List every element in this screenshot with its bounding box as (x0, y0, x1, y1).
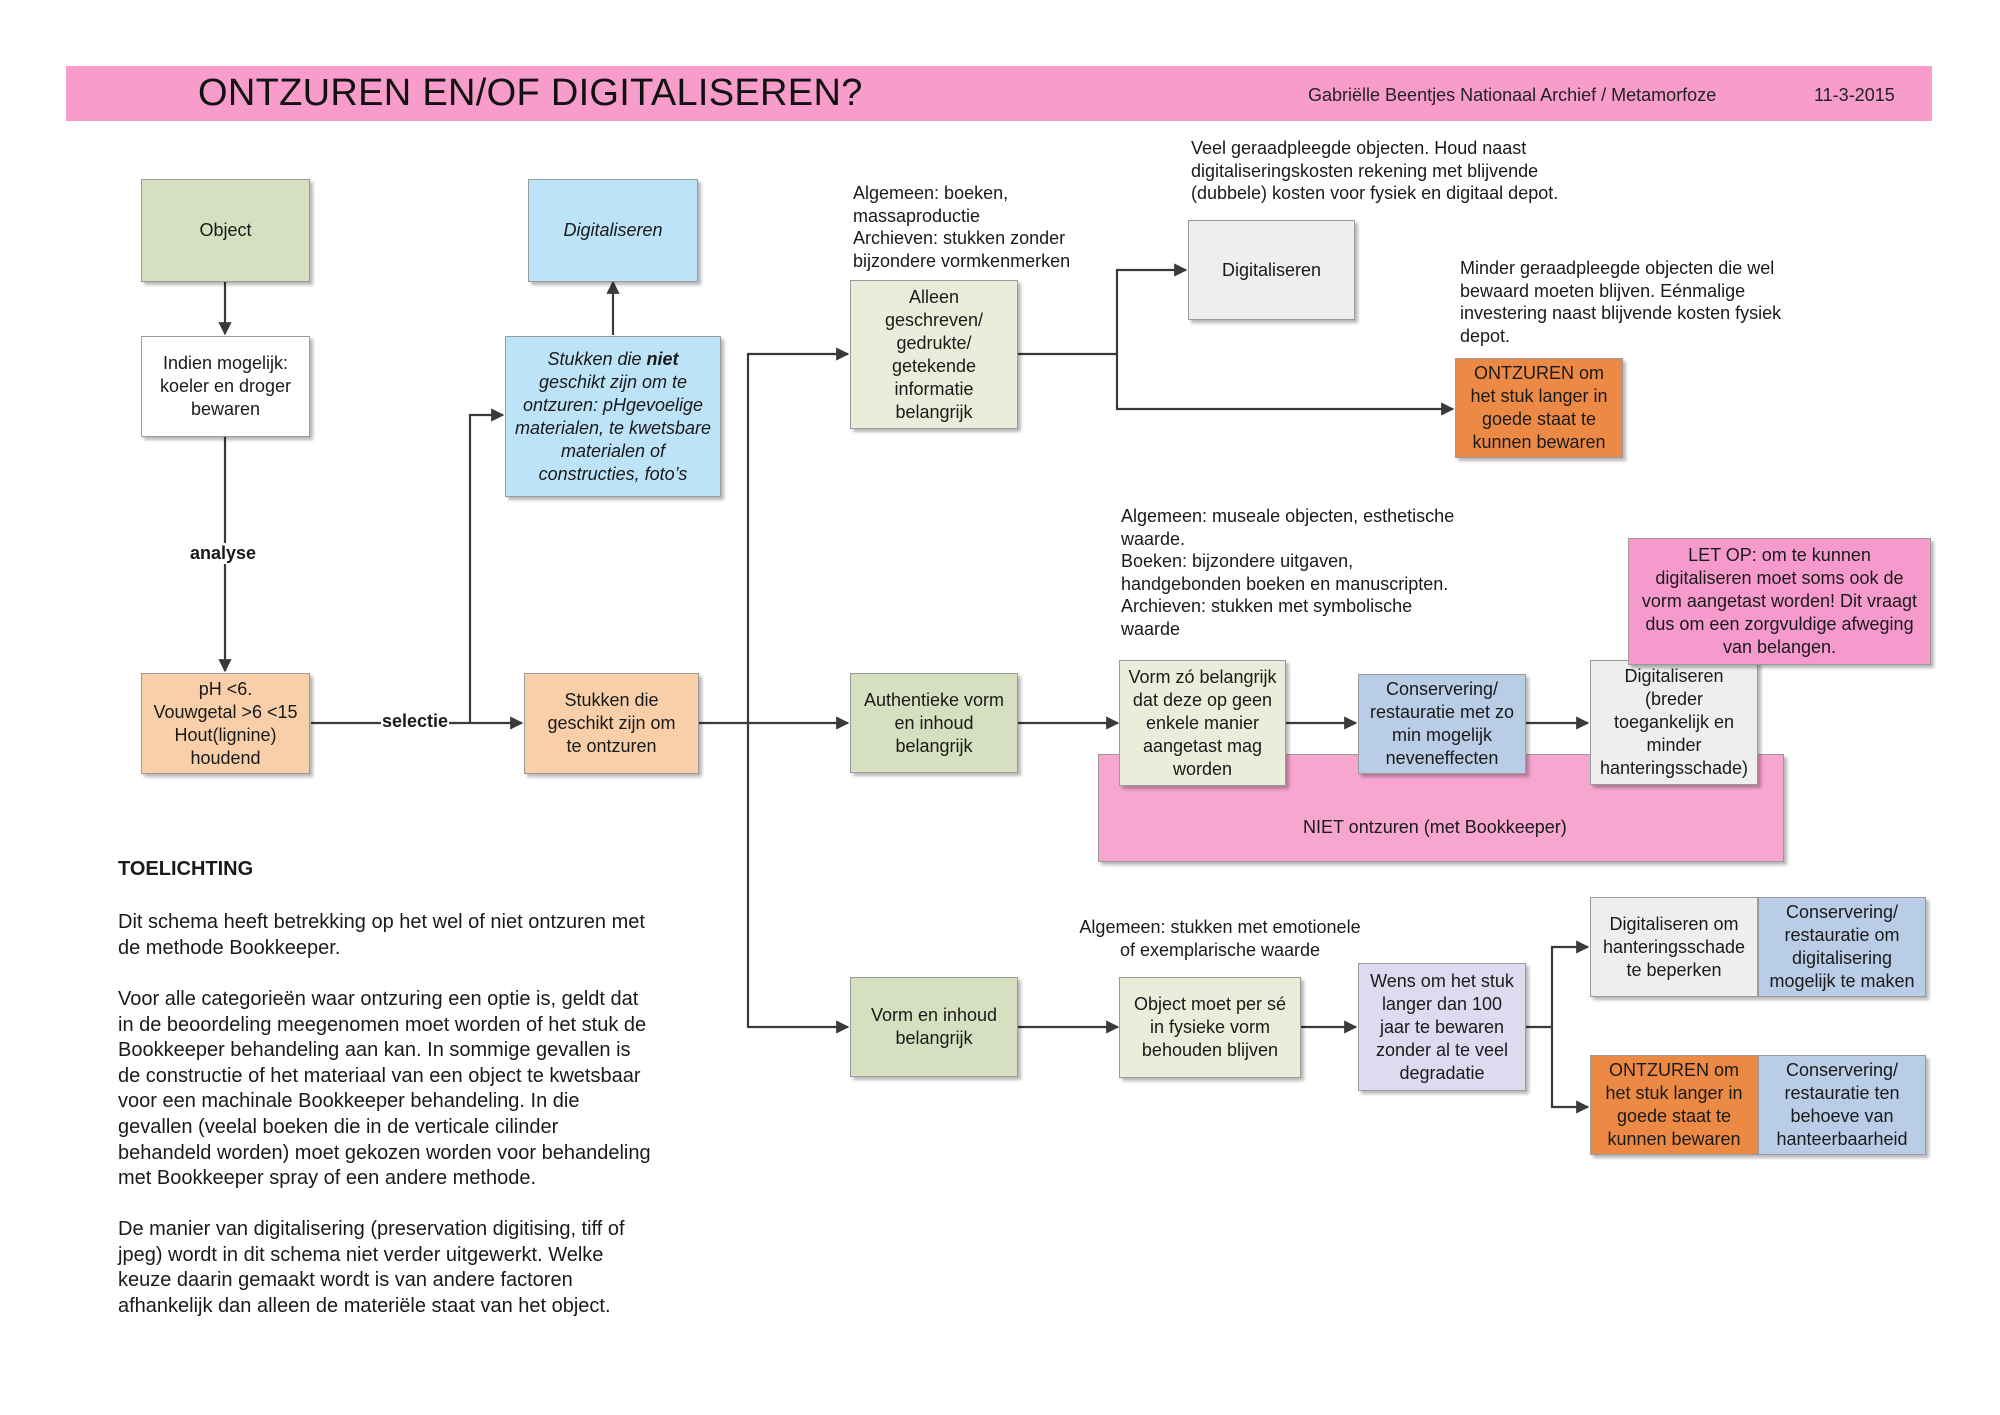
edge-to-digitaliseren-r1 (1115, 263, 1188, 354)
selectie-label: selectie (381, 711, 450, 732)
edge-selectie-niet-geschikt (468, 408, 505, 723)
edge-to-dig-hantering (1550, 940, 1590, 1027)
edge-to-ontzuren-r1 (1115, 354, 1455, 416)
explanation-paragraph: De manier van digitalisering (preservati… (118, 1218, 625, 1317)
explanation-heading: TOELICHTING (118, 858, 254, 880)
page-title: ONTZUREN EN/OF DIGITALISEREN? (198, 72, 863, 114)
analyse-label: analyse (189, 543, 258, 564)
niet-geschikt-box: Stukken die niet geschikt zijn om te ont… (505, 336, 721, 497)
niet-geschikt-text: Stukken die niet geschikt zijn om te ont… (514, 348, 712, 484)
edge-to-ontzuren-r3 (1550, 1027, 1590, 1114)
edge-branch-alleen (746, 347, 850, 723)
explanation-paragraph: Voor alle categorieën waar ontzuring een… (118, 988, 651, 1190)
object-box: Object (141, 179, 310, 282)
author-credit: Gabriëlle Beentjes Nationaal Archief / M… (1308, 85, 1717, 105)
header-bar: ONTZUREN EN/OF DIGITALISEREN? Gabriëlle … (66, 66, 1932, 121)
header-date: 11-3-2015 (1814, 85, 1895, 105)
explanation-paragraph: Dit schema heeft betrekking op het wel o… (118, 911, 645, 959)
edge-branch-vorm-inhoud (746, 723, 850, 1034)
niet-ontzuren-label: NIET ontzuren (met Bookkeeper) (1303, 817, 1567, 837)
digitaliseren-top-box: Digitaliseren (528, 179, 698, 282)
digitaliseren-r1-box: Digitaliseren (1188, 220, 1355, 320)
